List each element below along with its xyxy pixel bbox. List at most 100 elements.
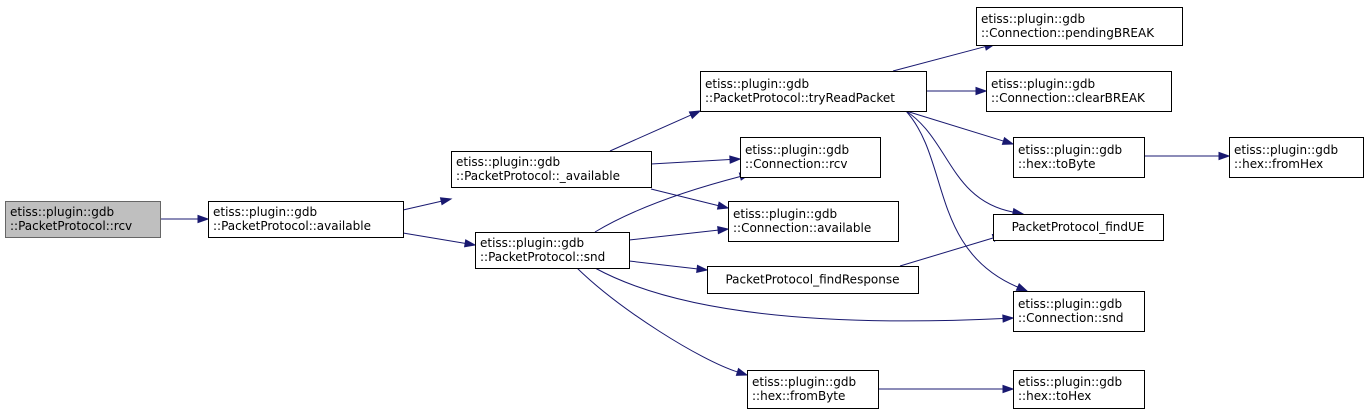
- node-label-line: ::hex::toByte: [1018, 157, 1096, 171]
- edge-arrowhead: [716, 201, 730, 210]
- node-label-line: etiss::plugin::gdb: [981, 12, 1085, 26]
- node-label-line: ::PacketProtocol::available: [213, 219, 371, 233]
- edge-line: [628, 229, 719, 241]
- node-label-line: ::PacketProtocol::snd: [480, 250, 605, 264]
- node-label-line: ::Connection::rcv: [745, 157, 847, 171]
- edge-line: [892, 46, 986, 72]
- node-box[interactable]: [728, 201, 899, 242]
- edge-arrowhead: [439, 197, 453, 206]
- node-rcv[interactable]: etiss::plugin::gdb::PacketProtocol::rcv: [5, 201, 161, 238]
- node-box[interactable]: [5, 201, 161, 238]
- edge-line: [594, 267, 1004, 322]
- node-label-line: ::Connection::snd: [1018, 311, 1124, 325]
- node-box[interactable]: [1013, 370, 1145, 409]
- node-snd[interactable]: etiss::plugin::gdb::PacketProtocol::snd: [475, 232, 630, 269]
- node-label-line: etiss::plugin::gdb: [745, 143, 849, 157]
- node-label-line: ::Connection::pendingBREAK: [981, 26, 1155, 40]
- node-toByte[interactable]: etiss::plugin::gdb::hex::toByte: [1013, 137, 1145, 178]
- edge-line: [402, 200, 442, 211]
- edge-arrowhead: [688, 110, 702, 120]
- edge-arrowhead: [975, 86, 988, 96]
- edge-line: [402, 232, 466, 244]
- node-label-line: etiss::plugin::gdb: [752, 375, 856, 389]
- edge-snd-to-conn_snd: [594, 267, 1015, 323]
- node-label-line: ::hex::fromHex: [1234, 157, 1323, 171]
- node-box[interactable]: [208, 201, 404, 238]
- edge-available-to-_available: [402, 197, 453, 211]
- node-findUE[interactable]: PacketProtocol_findUE: [993, 214, 1164, 241]
- node-tryReadPacket[interactable]: etiss::plugin::gdb::PacketProtocol::tryR…: [700, 71, 927, 112]
- node-label-line: ::PacketProtocol::rcv: [10, 219, 132, 233]
- node-clearBREAK[interactable]: etiss::plugin::gdb::Connection::clearBRE…: [986, 71, 1172, 112]
- node-label-line: etiss::plugin::gdb: [1018, 297, 1122, 311]
- edge-arrowhead: [1002, 384, 1015, 394]
- edges-layer: [160, 42, 1231, 394]
- node-box[interactable]: [475, 232, 630, 269]
- edge-_available-to-tryReadPacket: [609, 110, 702, 152]
- node-label-line: etiss::plugin::gdb: [1018, 375, 1122, 389]
- edge-snd-to-fromByte: [576, 267, 749, 376]
- node-box[interactable]: [1013, 137, 1145, 178]
- edge-available-to-snd: [402, 232, 477, 248]
- node-label-line: etiss::plugin::gdb: [1234, 143, 1338, 157]
- edge-tryReadPacket-to-conn_snd: [905, 110, 1029, 292]
- edge-snd-to-findResponse: [628, 260, 709, 273]
- edge-arrowhead: [1002, 314, 1015, 323]
- node-label-line: etiss::plugin::gdb: [991, 77, 1095, 91]
- node-conn_snd[interactable]: etiss::plugin::gdb::Connection::snd: [1013, 291, 1145, 332]
- edge-fromByte-to-toHex: [878, 384, 1015, 394]
- edge-findResponse-to-findUE: [899, 233, 1005, 267]
- node-label-line: PacketProtocol_findResponse: [725, 273, 899, 287]
- node-box[interactable]: [1013, 291, 1145, 332]
- edge-arrowhead: [197, 214, 210, 224]
- node-box[interactable]: [740, 137, 881, 178]
- edge-tryReadPacket-to-findUE: [905, 110, 1025, 217]
- node-label-line: etiss::plugin::gdb: [733, 207, 837, 221]
- edge-line: [905, 110, 1018, 288]
- edge-line: [576, 267, 738, 373]
- node-label-line: ::hex::toHex: [1018, 389, 1091, 403]
- edge-arrowhead: [696, 264, 709, 273]
- node-label-line: etiss::plugin::gdb: [456, 155, 560, 169]
- edge-toByte-to-fromHex: [1144, 151, 1231, 161]
- node-conn_rcv[interactable]: etiss::plugin::gdb::Connection::rcv: [740, 137, 881, 178]
- edge-rcv-to-available: [160, 214, 210, 224]
- node-available[interactable]: etiss::plugin::gdb::PacketProtocol::avai…: [208, 201, 404, 238]
- node-box[interactable]: [700, 71, 927, 112]
- node-box[interactable]: [707, 266, 919, 294]
- node-box[interactable]: [747, 370, 879, 409]
- node-label-line: ::Connection::clearBREAK: [991, 91, 1146, 105]
- edge-snd-to-conn_available: [628, 225, 730, 241]
- node-label-line: ::PacketProtocol::_available: [456, 169, 620, 183]
- node-findResponse[interactable]: PacketProtocol_findResponse: [707, 266, 919, 294]
- node-box[interactable]: [993, 214, 1164, 241]
- node-box[interactable]: [1229, 137, 1364, 178]
- edge-arrowhead: [1001, 136, 1015, 145]
- node-box[interactable]: [451, 151, 652, 188]
- node-box[interactable]: [986, 71, 1172, 112]
- node-label-line: etiss::plugin::gdb: [10, 205, 114, 219]
- node-label-line: ::Connection::available: [733, 221, 871, 235]
- nodes-layer: etiss::plugin::gdb::PacketProtocol::rcve…: [5, 7, 1364, 409]
- node-toHex[interactable]: etiss::plugin::gdb::hex::toHex: [1013, 370, 1145, 409]
- edge-arrowhead: [717, 225, 730, 235]
- node-fromByte[interactable]: etiss::plugin::gdb::hex::fromByte: [747, 370, 879, 409]
- edge-line: [905, 110, 1014, 213]
- node-label-line: etiss::plugin::gdb: [705, 77, 809, 91]
- node-conn_available[interactable]: etiss::plugin::gdb::Connection::availabl…: [728, 201, 899, 242]
- node-label-line: etiss::plugin::gdb: [480, 236, 584, 250]
- edge-line: [628, 260, 698, 270]
- node-_available[interactable]: etiss::plugin::gdb::PacketProtocol::_ava…: [451, 151, 652, 188]
- edge-arrowhead: [463, 239, 477, 248]
- edge-arrowhead: [1015, 283, 1029, 292]
- node-pendingBREAK[interactable]: etiss::plugin::gdb::Connection::pendingB…: [976, 7, 1183, 46]
- node-box[interactable]: [976, 7, 1183, 46]
- node-label-line: etiss::plugin::gdb: [213, 205, 317, 219]
- edge-line: [905, 110, 1004, 142]
- node-label-line: ::PacketProtocol::tryReadPacket: [705, 91, 895, 105]
- node-fromHex[interactable]: etiss::plugin::gdb::hex::fromHex: [1229, 137, 1364, 178]
- edge-line: [650, 188, 719, 207]
- edge-_available-to-conn_rcv: [650, 155, 742, 165]
- node-label-line: ::hex::fromByte: [752, 389, 845, 403]
- node-label-line: etiss::plugin::gdb: [1018, 143, 1122, 157]
